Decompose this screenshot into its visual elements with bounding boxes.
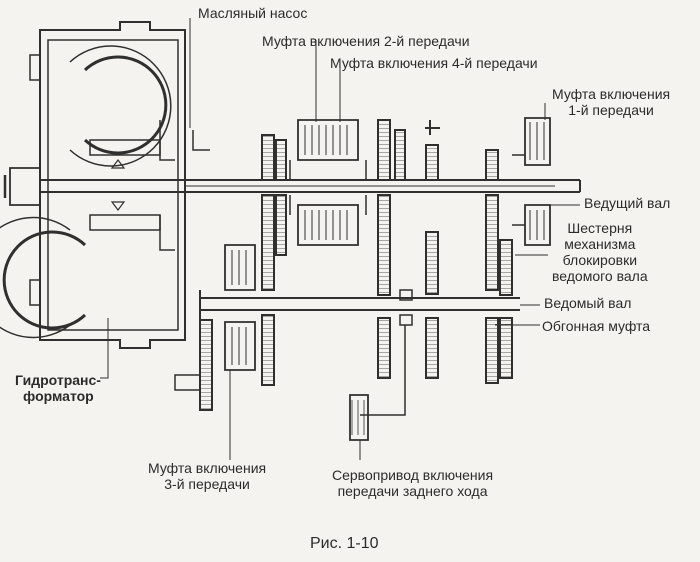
reverse-mechanism bbox=[349, 120, 440, 441]
figure-caption: Рис. 1-10 bbox=[310, 535, 379, 552]
label-clutch-3rd: Муфта включения 3-й передачи bbox=[148, 460, 267, 492]
label-reverse-servo: Сервопривод включения передачи заднего х… bbox=[332, 467, 494, 499]
label-drive-shaft: Ведущий вал bbox=[584, 195, 671, 211]
label-lock-gear: Шестерня механизма блокировки ведомого в… bbox=[552, 220, 648, 284]
label-clutch-4th: Муфта включения 4-й передачи bbox=[330, 55, 538, 71]
drive-gears bbox=[261, 119, 513, 296]
leader-lines bbox=[100, 18, 580, 460]
clutch-2-and-4 bbox=[289, 119, 367, 246]
clutch-1 bbox=[512, 117, 551, 246]
label-clutch-2nd: Муфта включения 2-й передачи bbox=[262, 33, 470, 49]
driven-shaft bbox=[199, 290, 520, 320]
input-hub bbox=[3, 167, 41, 206]
output-stub bbox=[174, 374, 201, 391]
driven-gears bbox=[199, 314, 513, 411]
clutch-3 bbox=[224, 244, 256, 371]
label-clutch-1st: Муфта включения 1-й передачи bbox=[552, 86, 671, 118]
label-overrunning-clutch: Обгонная муфта bbox=[542, 318, 651, 334]
torque-converter bbox=[0, 21, 186, 349]
label-torque-converter: Гидротранс- форматор bbox=[15, 372, 101, 404]
label-oil-pump: Масляный насос bbox=[198, 5, 308, 21]
label-driven-shaft: Ведомый вал bbox=[544, 295, 632, 311]
oil-pump bbox=[184, 115, 210, 180]
drive-shaft bbox=[40, 179, 581, 193]
